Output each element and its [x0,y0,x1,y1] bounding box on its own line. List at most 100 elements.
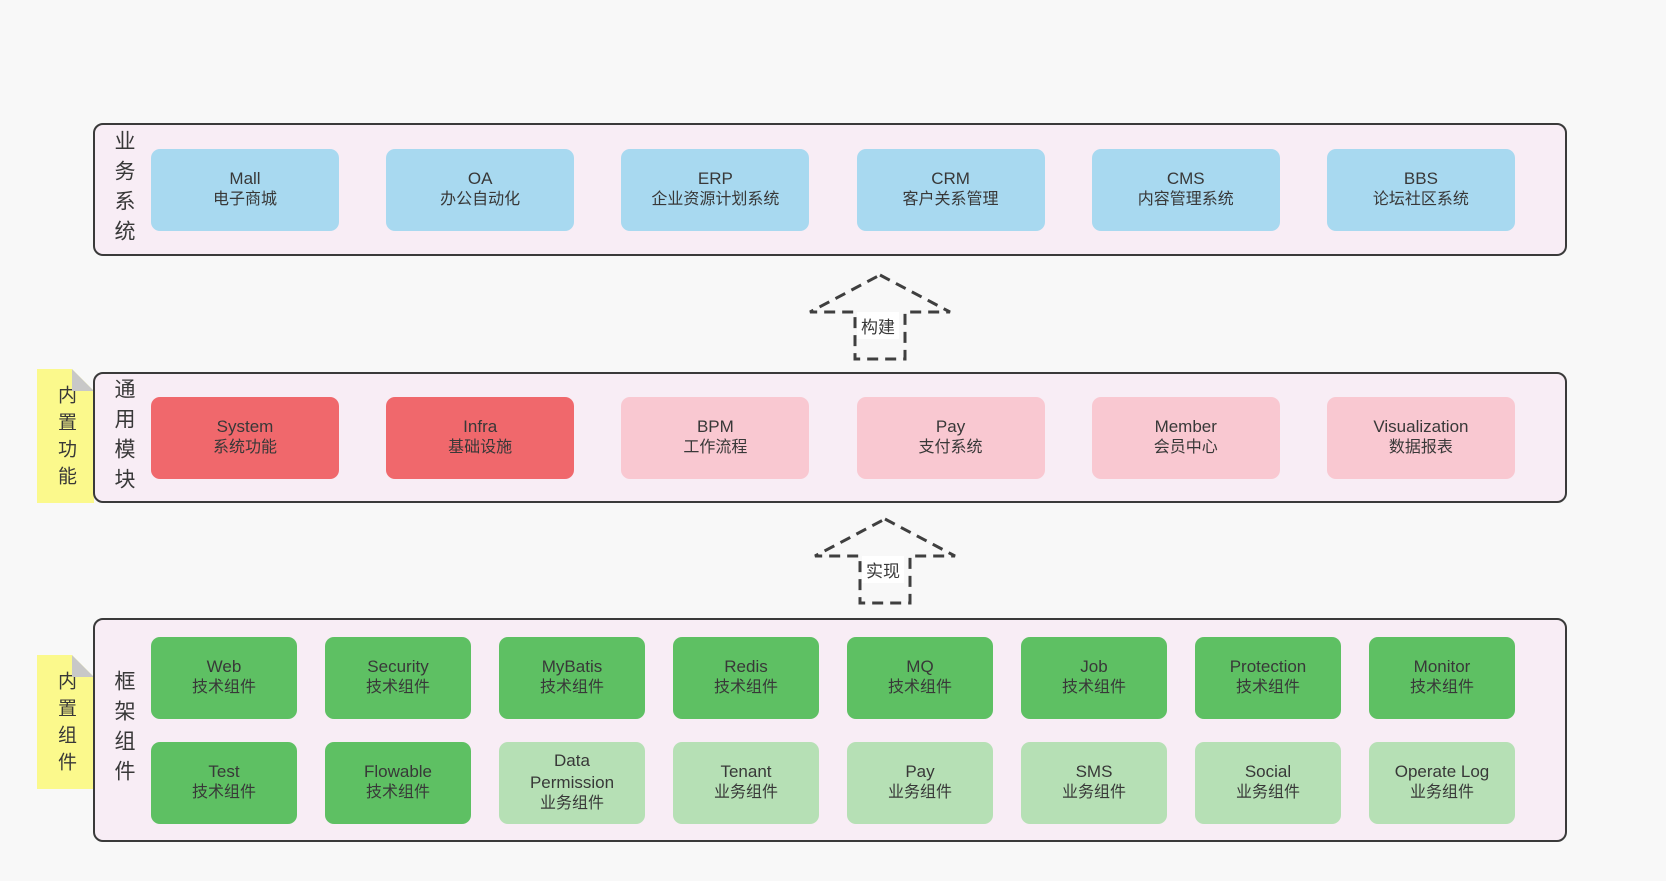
box-title: Member [1154,417,1217,437]
box-title: ERP [697,169,733,189]
diagram-box-flowable: Flowable 技术组件 [325,741,471,824]
diagram-box-redis: Redis 技术组件 [673,636,819,719]
diagram-box-erp: ERP 企业资源计划系统 [621,148,810,231]
box-subtitle: 工作流程 [683,439,748,457]
box-subtitle: 业务组件 [713,784,778,802]
diagram-box-job: Job 技术组件 [1021,636,1167,719]
box-subtitle: 论坛社区系统 [1372,191,1469,209]
box-subtitle: 数据报表 [1388,439,1453,457]
box-subtitle: 技术组件 [191,784,256,802]
box-subtitle: 支付系统 [918,439,983,457]
diagram-box-tenant: Tenant 业务组件 [673,741,819,824]
box-title: System [216,417,274,437]
layer-side-label: 业务系统 [112,129,135,250]
box-title: Redis [724,657,768,677]
box-title: OA [467,169,493,189]
box-subtitle: 业务组件 [1061,784,1126,802]
diagram-box-bbs: BBS 论坛社区系统 [1326,148,1515,231]
box-subtitle: 客户关系管理 [902,191,999,209]
diagram-box-security: Security 技术组件 [325,636,471,719]
box-title: Pay [905,762,935,782]
diagram-box-visualization: Visualization 数据报表 [1326,396,1515,479]
note-label: 内置功能 [55,385,76,493]
box-title: Data Permission [529,751,615,793]
box-row: System 系统功能 Infra 基础设施 BPM 工作流程 Pay 支付系统 Member 会… [151,396,1515,479]
box-title: Visualization [1373,417,1469,437]
box-subtitle: 技术组件 [1235,679,1300,697]
arrow-label-build: 构建 [857,312,899,339]
box-subtitle: 技术组件 [539,679,604,697]
box-title: BBS [1403,169,1438,189]
diagram-box-pay: Pay 支付系统 [856,396,1045,479]
box-title: Web [206,657,242,677]
box-subtitle: 技术组件 [1061,679,1126,697]
diagram-box-infra: Infra 基础设施 [386,396,575,479]
note-built-in-components: 内置组件 [37,655,94,789]
note-label: 内置组件 [55,671,76,779]
boxes-area: System 系统功能 Infra 基础设施 BPM 工作流程 Pay 支付系统 Member 会… [145,374,1565,501]
build-arrow-up-icon: 构建 [805,272,955,362]
box-subtitle: 基础设施 [448,439,513,457]
diagram-box-mq: MQ 技术组件 [847,636,993,719]
box-subtitle: 业务组件 [1235,784,1300,802]
diagram-box-system: System 系统功能 [151,396,339,479]
diagram-box-mall: Mall 电子商城 [151,148,339,231]
box-title: Job [1080,657,1108,677]
box-title: Operate Log [1394,762,1490,782]
box-subtitle: 技术组件 [887,679,952,697]
box-title: CMS [1166,169,1205,189]
layer-side-label: 框架组件 [112,670,135,790]
box-subtitle: 内容管理系统 [1137,191,1234,209]
diagram-box-cms: CMS 内容管理系统 [1091,148,1280,231]
diagram-box-sms: SMS 业务组件 [1021,741,1167,824]
layer-side-label: 通用模块 [112,377,135,498]
arrow-label-implement: 实现 [862,556,904,583]
diagram-box-operate-log: Operate Log 业务组件 [1369,741,1515,824]
box-subtitle: 技术组件 [191,679,256,697]
box-title: Protection [1229,657,1307,677]
box-subtitle: 技术组件 [365,679,430,697]
box-subtitle: 会员中心 [1153,439,1218,457]
box-title: CRM [931,169,970,189]
box-title: Security [367,657,429,677]
diagram-box-web: Web 技术组件 [151,636,297,719]
note-built-in-features: 内置功能 [37,369,94,503]
box-subtitle: 技术组件 [365,784,430,802]
box-subtitle: 电子商城 [212,191,277,209]
box-title: Infra [463,417,498,437]
box-subtitle: 企业资源计划系统 [651,191,780,209]
box-title: Monitor [1413,657,1471,677]
box-title: MyBatis [541,657,603,677]
diagram-box-protection: Protection 技术组件 [1195,636,1341,719]
implement-arrow-up-icon: 实现 [810,516,960,606]
box-subtitle: 技术组件 [713,679,778,697]
box-title: MQ [906,657,934,677]
diagram-box-data-permission: Data Permission 业务组件 [499,741,645,824]
layer-common-modules: 通用模块 System 系统功能 Infra 基础设施 BPM 工作流程 Pay 支付系统 Me… [93,372,1567,503]
diagram-box-mybatis: MyBatis 技术组件 [499,636,645,719]
box-title: Mall [229,169,261,189]
box-subtitle: 业务组件 [539,795,604,813]
box-subtitle: 系统功能 [212,439,277,457]
box-title: Tenant [720,762,772,782]
box-title: BPM [696,417,734,437]
diagram-box-member: Member 会员中心 [1091,396,1280,479]
diagram-box-bpm: BPM 工作流程 [621,396,810,479]
box-title: Flowable [363,762,433,782]
diagram-box-crm: CRM 客户关系管理 [856,148,1045,231]
box-subtitle: 业务组件 [1409,784,1474,802]
box-title: SMS [1075,762,1113,782]
box-title: Test [208,762,240,782]
box-title: Pay [935,417,966,437]
